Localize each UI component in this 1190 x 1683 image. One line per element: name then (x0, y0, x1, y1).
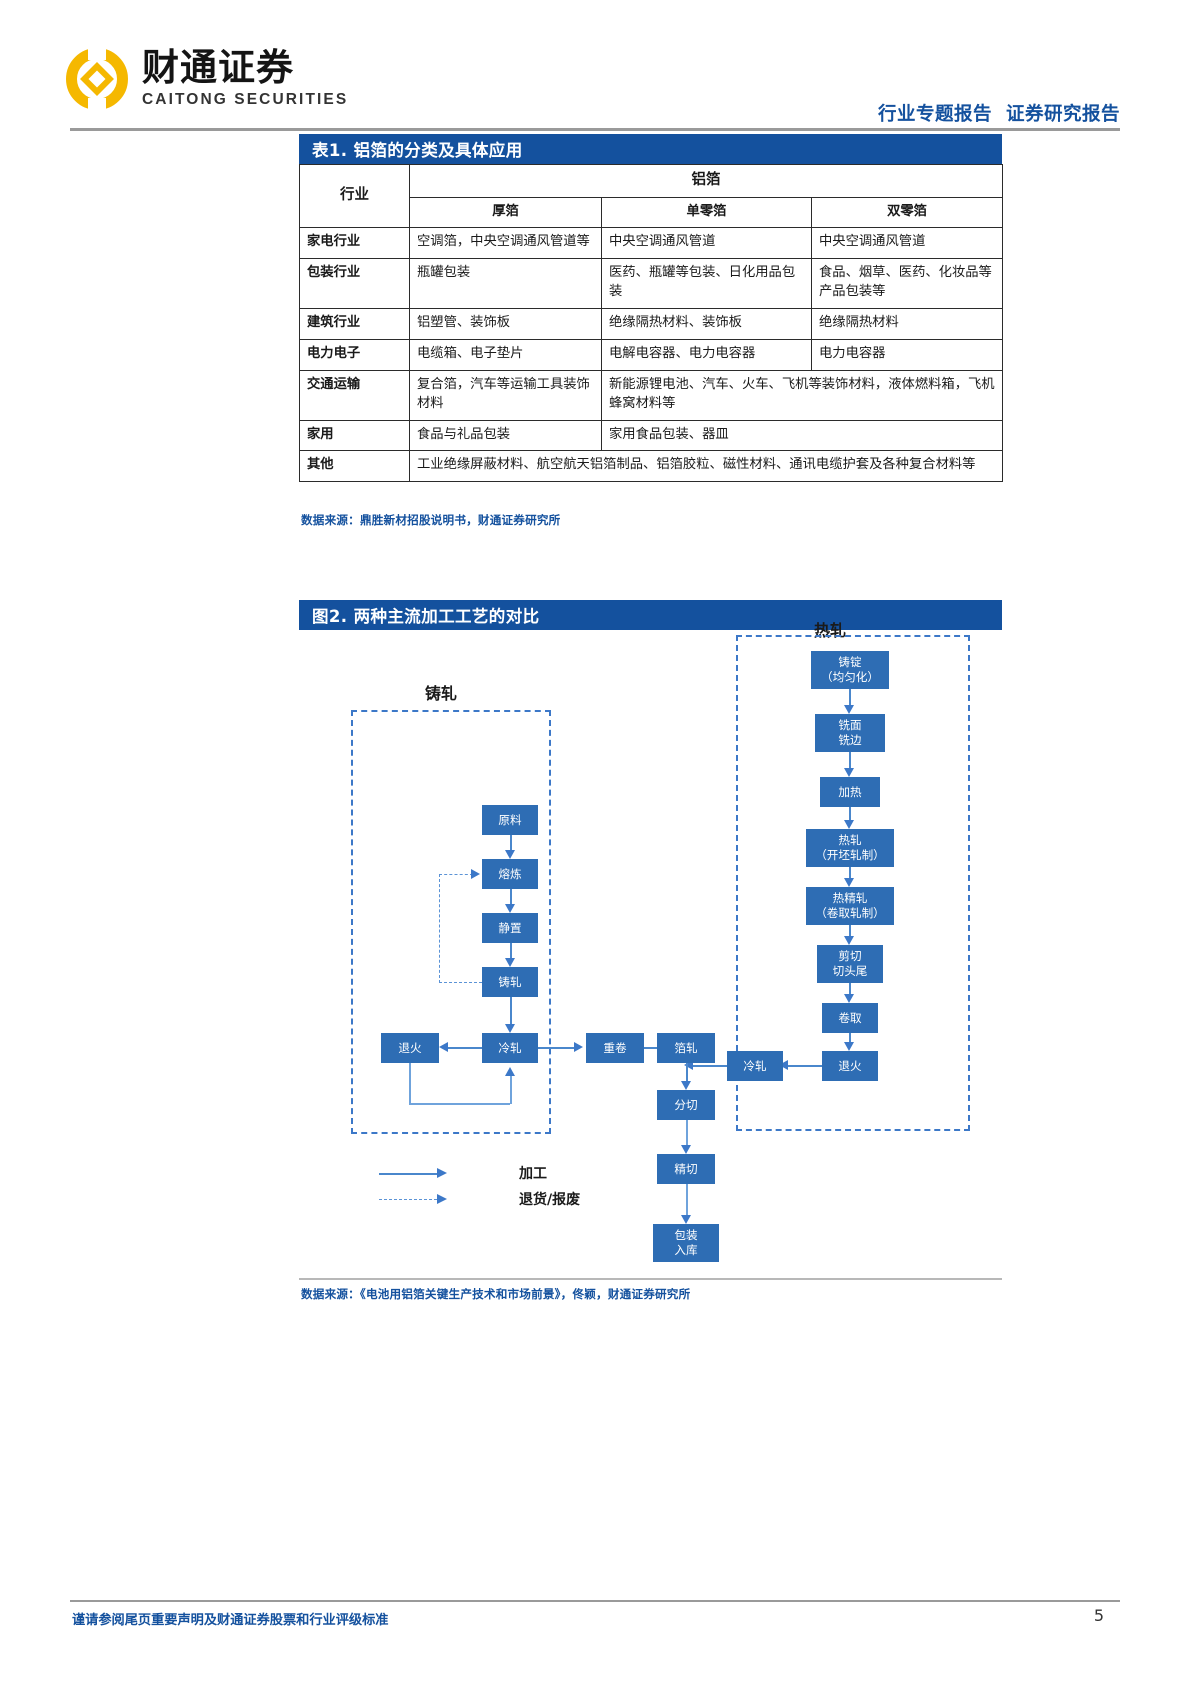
cell-all-merged: 工业绝缘屏蔽材料、航空航天铝箔制品、铝箔胶粒、磁性材料、通讯电缆护套及各种复合材… (408, 450, 1004, 483)
process-comparison-flowchart: 铸轧 热轧 铸锭 （均匀化） 铣面 铣边 加热 热轧 （开坯轧制） 热精轧 （卷… (299, 617, 1002, 1277)
node-hot-heating: 加热 (820, 777, 880, 807)
figure2-banner: 图2. 两种主流加工工艺的对比 (299, 600, 1002, 630)
cast-rolling-group-box (351, 710, 551, 1134)
node-cast-rolling: 铸轧 (482, 967, 538, 997)
node-hot-finish-rolling: 热精轧 （卷取轧制） (806, 887, 894, 925)
reject-return-path-horizontal-bottom (439, 982, 482, 983)
node-hot-cold-rolling: 冷轧 (727, 1051, 783, 1081)
th-thick-foil: 厚箔 (409, 196, 602, 229)
table-header-row-2: 厚箔 单零箔 双零箔 (300, 196, 1004, 229)
th-foil-group: 铝箔 (408, 164, 1004, 198)
legend-label-return-scrap: 退货/报废 (519, 1192, 581, 1208)
cell-single: 电解电容器、电力电容器 (601, 338, 812, 371)
cell-single: 中央空调通风管道 (601, 227, 812, 260)
page-number: 5 (1093, 1606, 1104, 1625)
node-hot-ingot: 铸锭 （均匀化） (811, 651, 889, 689)
page-header: 财通证券 CAITONG SECURITIES 行业专题报告证券研究报告 (0, 0, 1190, 131)
row-industry: 家电行业 (299, 227, 410, 260)
header-tag-topic: 行业专题报告 (877, 104, 992, 125)
node-slitting: 分切 (657, 1090, 715, 1120)
node-hot-coiling: 卷取 (822, 1003, 878, 1033)
table-row: 建筑行业 铝塑管、装饰板 绝缘隔热材料、装饰板 绝缘隔热材料 (299, 308, 1004, 340)
row-industry: 其他 (299, 450, 410, 483)
node-hot-milling: 铣面 铣边 (815, 714, 885, 752)
brand-logo: 财通证券 CAITONG SECURITIES (66, 46, 349, 111)
group-label-cast-rolling: 铸轧 (425, 684, 458, 703)
th-industry: 行业 (299, 163, 410, 229)
node-precision-cutting: 精切 (657, 1154, 715, 1184)
dashed-arrow-icon (379, 1199, 437, 1200)
brand-name-cn: 财通证券 (142, 46, 294, 90)
table-row: 电力电子 电缆箱、电子垫片 电解电容器、电力电容器 电力电容器 (299, 338, 1004, 371)
node-hot-rough-rolling: 热轧 （开坯轧制） (806, 829, 894, 867)
cell-thick: 瓶罐包装 (409, 258, 602, 310)
row-industry: 家用 (299, 419, 410, 452)
table-row: 交通运输 复合箔，汽车等运输工具装饰材料 新能源锂电池、汽车、火车、飞机等装饰材… (299, 369, 1004, 421)
legend-label-processing: 加工 (519, 1166, 547, 1182)
node-cast-raw-material: 原料 (482, 805, 538, 835)
aluminum-foil-classification-table: 行业 铝箔 厚箔 单零箔 双零箔 家电行业 空调箔，中央空调通风管道等 中央空调… (299, 163, 1004, 483)
row-industry: 电力电子 (299, 338, 410, 371)
table-row: 包装行业 瓶罐包装 医药、瓶罐等包装、日化用品包装 食品、烟草、医药、化妆品等产… (299, 258, 1004, 310)
cell-single: 医药、瓶罐等包装、日化用品包装 (601, 258, 812, 310)
row-industry: 包装行业 (299, 258, 410, 310)
node-cast-annealing: 退火 (381, 1033, 439, 1063)
cell-thick: 电缆箱、电子垫片 (409, 338, 602, 371)
cell-double: 食品、烟草、医药、化妆品等产品包装等 (810, 258, 1004, 310)
cell-double: 中央空调通风管道 (810, 227, 1004, 260)
th-double-zero-foil: 双零箔 (810, 196, 1004, 229)
row-industry: 交通运输 (299, 369, 410, 421)
footer-divider (70, 1600, 1120, 1602)
node-cast-cold-rolling: 冷轧 (482, 1033, 538, 1063)
header-divider (70, 128, 1120, 131)
table1-source-note: 数据来源：鼎胜新材招股说明书，财通证券研究所 (301, 513, 561, 527)
cell-thick: 食品与礼品包装 (409, 419, 602, 452)
reject-return-path-horizontal-top (439, 874, 473, 875)
cell-double: 电力电容器 (810, 338, 1004, 371)
cell-thick: 空调箔，中央空调通风管道等 (409, 227, 602, 260)
reject-return-path-vertical (439, 874, 440, 983)
solid-arrow-icon (379, 1173, 437, 1175)
cell-single-double-merged: 新能源锂电池、汽车、火车、飞机等装饰材料，液体燃料箱，飞机蜂窝材料等 (600, 369, 1004, 421)
cell-thick: 复合箔，汽车等运输工具装饰材料 (409, 369, 602, 421)
cell-single-double-merged: 家用食品包装、器皿 (600, 419, 1004, 452)
cell-single: 绝缘隔热材料、装饰板 (601, 308, 812, 340)
table-row: 其他 工业绝缘屏蔽材料、航空航天铝箔制品、铝箔胶粒、磁性材料、通讯电缆护套及各种… (299, 450, 1004, 483)
node-cast-melting: 熔炼 (482, 859, 538, 889)
node-recoiling: 重卷 (586, 1033, 644, 1063)
header-report-tags: 行业专题报告证券研究报告 (878, 100, 1120, 126)
cell-thick: 铝塑管、装饰板 (409, 308, 602, 340)
node-packaging-warehousing: 包装 入库 (653, 1224, 719, 1262)
caitong-emblem-icon (66, 47, 128, 111)
table1-banner: 表1. 铝箔的分类及具体应用 (299, 134, 1002, 164)
node-cast-standing: 静置 (482, 913, 538, 943)
figure2-source-note: 数据来源：《电池用铝箔关键生产技术和市场前景》，佟颖，财通证券研究所 (301, 1287, 691, 1301)
header-tag-research: 证券研究报告 (1005, 104, 1120, 125)
table-row: 家用 食品与礼品包装 家用食品包装、器皿 (299, 419, 1004, 452)
cell-double: 绝缘隔热材料 (810, 308, 1004, 340)
brand-name-en: CAITONG SECURITIES (142, 90, 349, 108)
table-row: 家电行业 空调箔，中央空调通风管道等 中央空调通风管道 中央空调通风管道 (299, 227, 1004, 260)
footer-disclaimer: 谨请参阅尾页重要声明及财通证券股票和行业评级标准 (72, 1613, 389, 1628)
node-foil-rolling: 箔轧 (657, 1033, 715, 1063)
table-header-row-1: 行业 铝箔 (299, 163, 1004, 229)
node-hot-shearing: 剪切 切头尾 (817, 945, 883, 983)
node-hot-annealing: 退火 (822, 1051, 878, 1081)
th-single-zero-foil: 单零箔 (601, 196, 812, 229)
figure2-divider (299, 1278, 1002, 1280)
hot-rolling-group-box (736, 635, 970, 1131)
row-industry: 建筑行业 (299, 308, 410, 340)
